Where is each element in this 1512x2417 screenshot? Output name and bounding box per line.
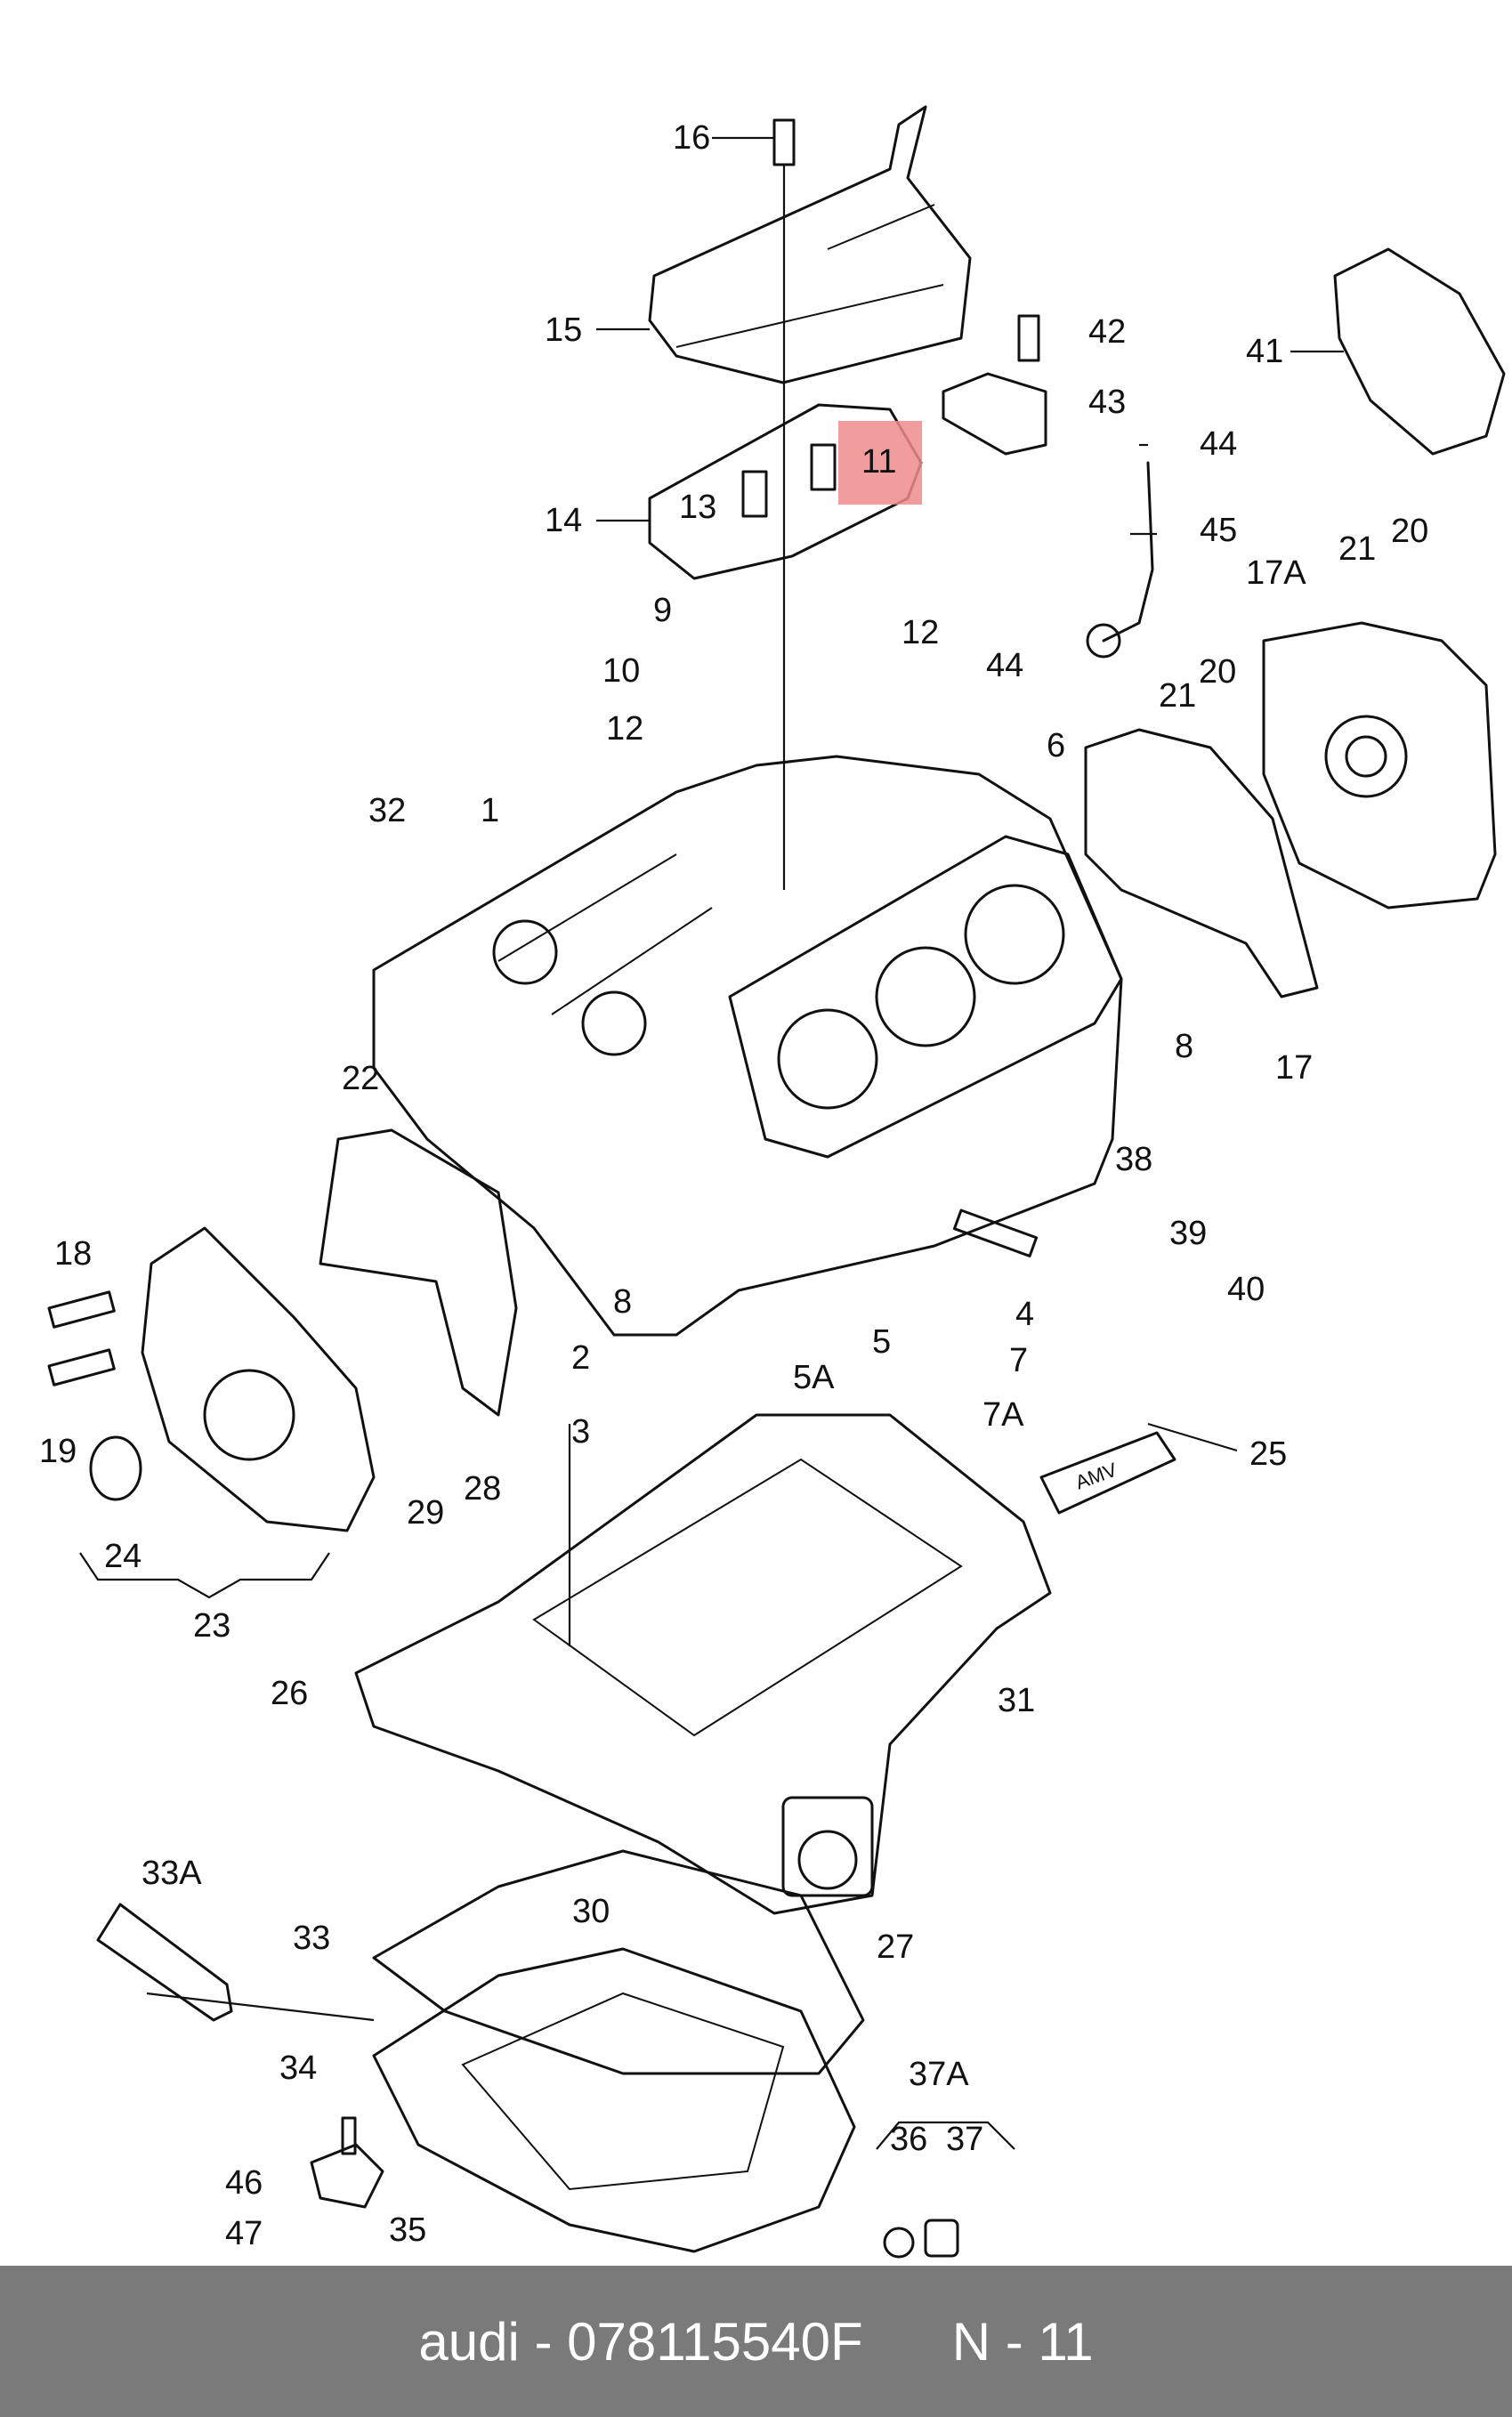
- label-14: 14: [545, 502, 583, 539]
- label-26: 26: [271, 1675, 309, 1712]
- label-24: 24: [104, 1538, 142, 1575]
- label-15: 15: [545, 311, 583, 349]
- label-45: 45: [1200, 512, 1238, 549]
- label-36: 36: [890, 2121, 928, 2158]
- label-3: 3: [571, 1413, 591, 1451]
- part-number: 078115540F: [567, 2311, 863, 2372]
- label-32: 32: [368, 792, 407, 829]
- label-8b: 8: [613, 1283, 633, 1321]
- label-1: 1: [481, 792, 500, 829]
- label-16: 16: [673, 119, 711, 157]
- label-17A: 17A: [1246, 554, 1306, 592]
- label-2: 2: [571, 1339, 591, 1377]
- label-7: 7: [1009, 1342, 1029, 1379]
- engine-block-drawing: [47, 105, 1506, 2259]
- label-20b: 20: [1199, 653, 1237, 691]
- label-41: 41: [1246, 333, 1284, 370]
- label-42: 42: [1088, 313, 1127, 351]
- label-18: 18: [54, 1235, 93, 1273]
- label-33A: 33A: [141, 1855, 202, 1892]
- label-37: 37: [946, 2121, 984, 2158]
- label-19: 19: [39, 1433, 77, 1470]
- label-8a: 8: [1175, 1028, 1194, 1065]
- footer-separator: -: [534, 2311, 553, 2372]
- label-29: 29: [407, 1494, 445, 1532]
- label-10: 10: [602, 652, 641, 690]
- label-34: 34: [279, 2049, 318, 2087]
- label-21b: 21: [1159, 677, 1197, 715]
- label-9: 9: [653, 592, 673, 629]
- label-46: 46: [225, 2164, 263, 2202]
- label-39: 39: [1169, 1215, 1208, 1252]
- position-reference: N - 11: [951, 2311, 1094, 2372]
- label-47: 47: [225, 2215, 263, 2252]
- label-5: 5: [872, 1323, 892, 1361]
- label-20a: 20: [1391, 513, 1429, 550]
- label-35: 35: [389, 2211, 427, 2249]
- label-21a: 21: [1338, 530, 1377, 568]
- label-5A: 5A: [793, 1359, 835, 1396]
- label-22: 22: [342, 1060, 380, 1097]
- label-44a: 44: [1200, 425, 1238, 463]
- highlight-marker: [838, 421, 922, 505]
- label-7A: 7A: [982, 1396, 1024, 1434]
- label-13: 13: [679, 489, 717, 526]
- label-40: 40: [1227, 1271, 1265, 1308]
- brand-name: audi: [418, 2311, 520, 2372]
- label-6: 6: [1047, 727, 1066, 764]
- label-38: 38: [1115, 1141, 1153, 1178]
- label-31: 31: [998, 1682, 1036, 1719]
- label-25: 25: [1249, 1435, 1288, 1473]
- label-11: 11: [861, 443, 897, 481]
- label-23: 23: [193, 1607, 231, 1645]
- part-info-footer: audi - 078115540F N - 11: [0, 2266, 1512, 2417]
- label-17: 17: [1275, 1049, 1314, 1087]
- label-44b: 44: [986, 647, 1024, 684]
- label-43: 43: [1088, 384, 1127, 421]
- label-27: 27: [877, 1928, 915, 1966]
- label-28: 28: [464, 1470, 502, 1508]
- label-12a: 12: [606, 710, 644, 748]
- exploded-parts-diagram: 16 15 14 13 11 9 10 12 12 42 43 44 45 44…: [39, 105, 1506, 2259]
- label-30: 30: [572, 1893, 610, 1930]
- label-37A: 37A: [909, 2056, 969, 2093]
- label-4: 4: [1015, 1296, 1035, 1333]
- label-33: 33: [293, 1920, 331, 1957]
- label-12b: 12: [902, 614, 940, 651]
